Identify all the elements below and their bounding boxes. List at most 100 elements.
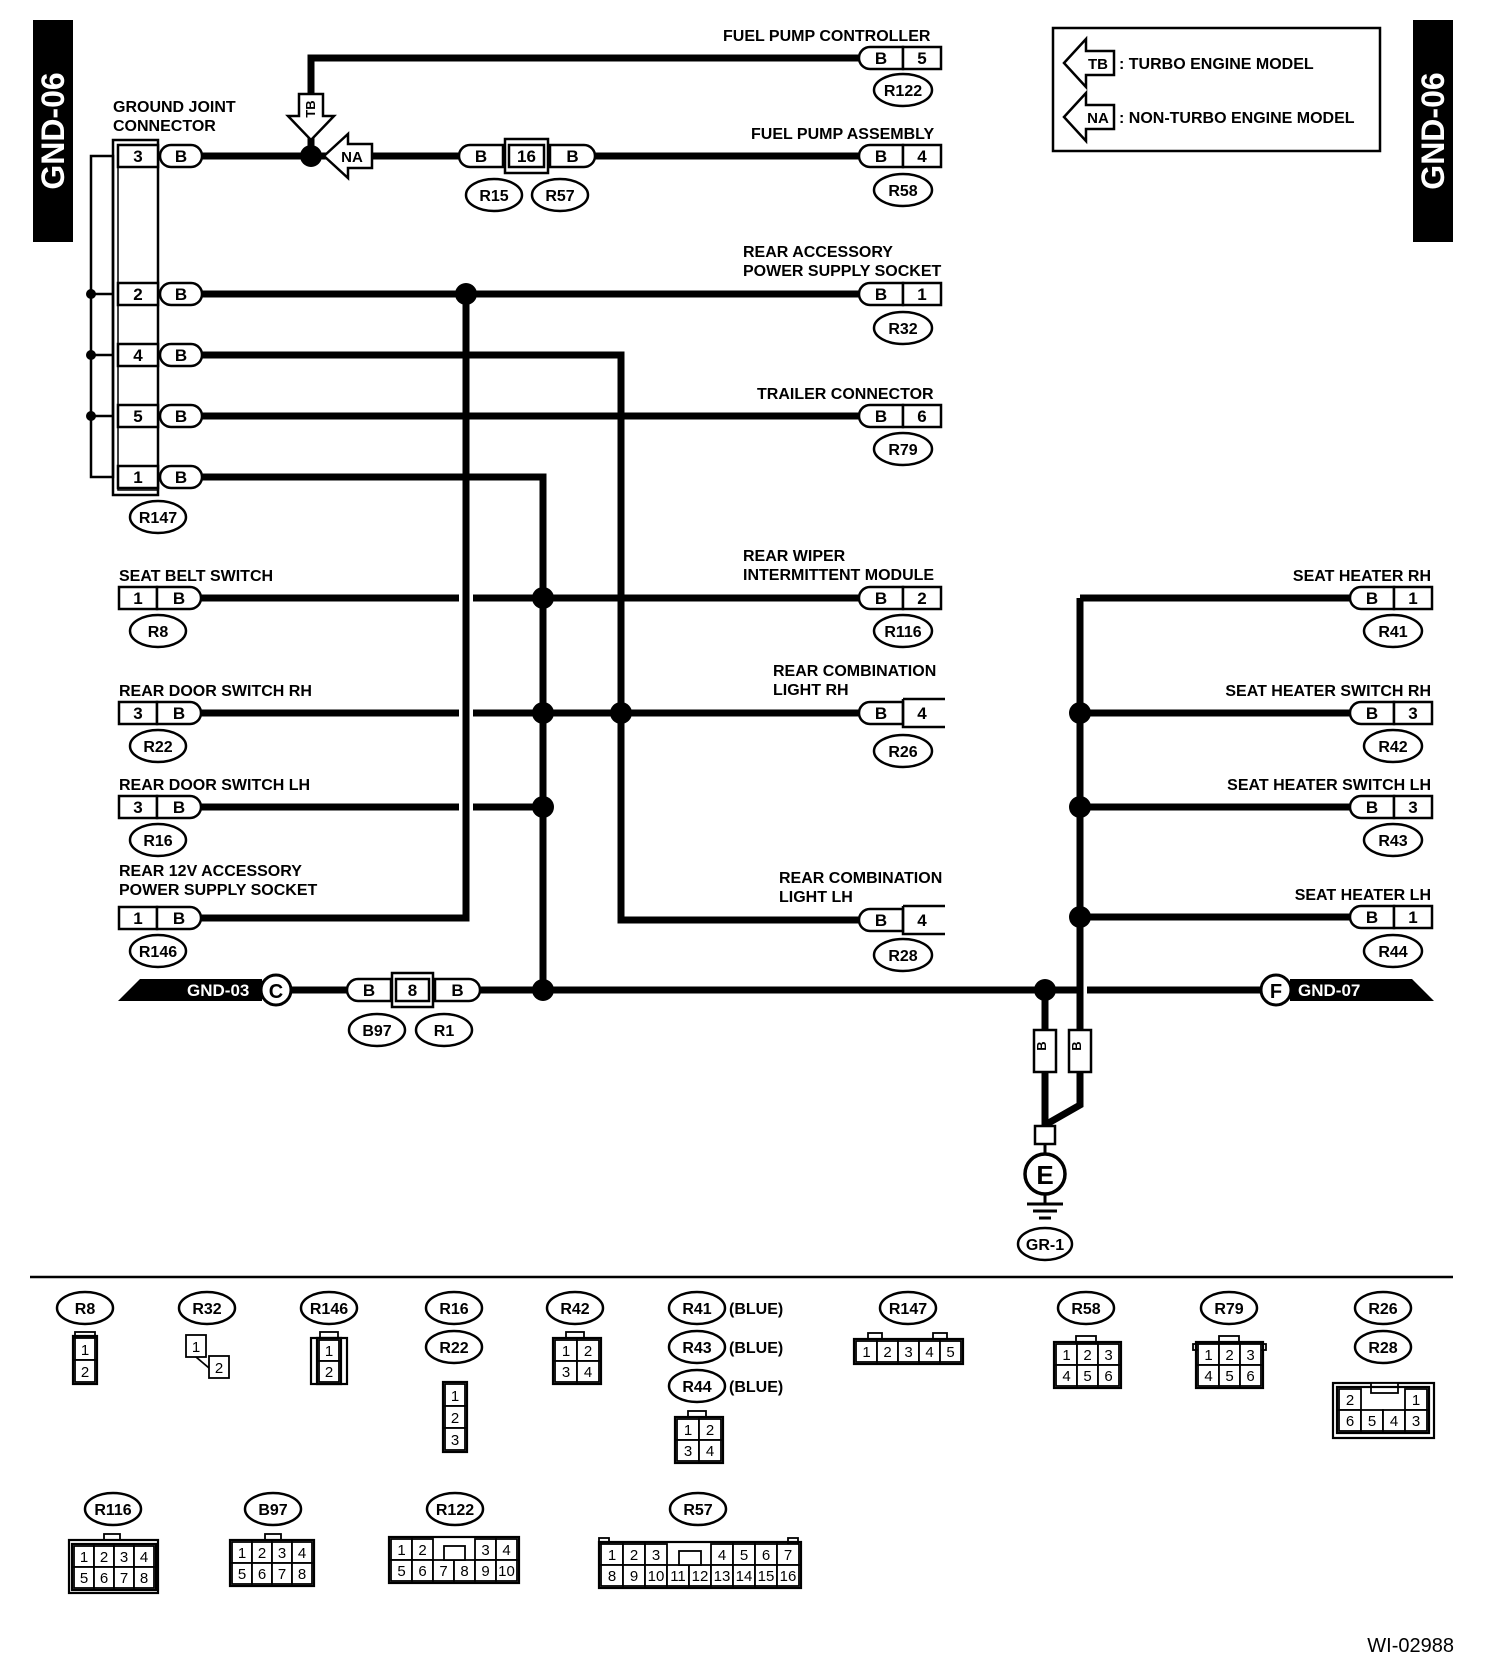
component-connector-rclr-outline (872, 733, 934, 769)
connector-view-label-R147: R147 (889, 1301, 927, 1318)
component-connector-r12: R146 (139, 944, 177, 961)
component-connector-fpa-outline (872, 172, 934, 208)
splice-bus-wire-color-left: B (363, 981, 375, 1000)
connector-view-r58-pin: 1 (1062, 1347, 1070, 1364)
ground-joint-wire-color: B (175, 346, 187, 365)
ground-joint-outer (111, 138, 160, 497)
connector-view-r41-housing (673, 1415, 725, 1465)
tb-marker: TB (303, 100, 318, 117)
component-wire-color-rcll-box (857, 907, 905, 933)
splice-fp-wire-color-left: B (475, 147, 487, 166)
connector-view-r57-pin: 6 (762, 1547, 770, 1564)
ground-joint-wire-color-box (158, 281, 204, 307)
junction-dot-tb (300, 145, 322, 167)
connector-view-label-R58-outline (1056, 1290, 1116, 1326)
wire-gj4 (202, 351, 859, 924)
connector-view-label-R79: R79 (1214, 1301, 1243, 1318)
component-connector-fpc-outline (872, 72, 934, 108)
component-connector-rclr: R26 (888, 744, 917, 761)
ground-joint-pin-box (116, 143, 160, 169)
connector-view-r79-pin: 3 (1246, 1347, 1254, 1364)
connector-view-r42-pin: 2 (584, 1343, 592, 1360)
connector-view-r146-pin: 1 (325, 1343, 333, 1360)
component-pin-rwim-box (901, 585, 943, 611)
connector-view-label-R43: R43 (682, 1340, 711, 1357)
component-wire-color-fpc: B (875, 49, 887, 68)
connector-view-r8-pin: 1 (81, 1342, 89, 1359)
component-wire-color-shl-box (1348, 904, 1396, 930)
ground-joint-wire-color: B (175, 285, 187, 304)
legend-tb-icon: TB (1088, 56, 1108, 73)
component-wire-color-rdsl: B (173, 798, 185, 817)
connector-view-label-R58: R58 (1071, 1301, 1100, 1318)
component-wire-color-fpa: B (875, 147, 887, 166)
connector-view-r146-pin: 2 (325, 1364, 333, 1381)
connector-view-r42-housing (551, 1336, 603, 1386)
component-label-fpc: FUEL PUMP CONTROLLER (723, 28, 931, 45)
connector-view-r122-pin: 1 (397, 1542, 405, 1559)
splice-bus-connector-right-outline (414, 1012, 474, 1048)
connector-view-label-R28: R28 (1368, 1340, 1397, 1357)
connector-view-r116-cell (133, 1566, 155, 1589)
connector-view-label-R122-outline (425, 1491, 485, 1527)
connector-view-r16-pin: 3 (451, 1432, 459, 1449)
connector-view-r58-pin: 4 (1062, 1368, 1070, 1385)
component-connector-rdsr-outline (128, 728, 188, 764)
connector-view-r57-pin: 5 (740, 1547, 748, 1564)
component-pin-trl: 6 (917, 407, 926, 426)
connector-view-r26-pin: 5 (1368, 1413, 1376, 1430)
connector-view-r57-pin: 10 (648, 1568, 665, 1585)
connector-view-r16-cell (444, 1427, 466, 1451)
connector-view-r147-pin: 4 (925, 1344, 933, 1361)
connector-view-b97-pin: 3 (278, 1545, 286, 1562)
connector-view-label-R146-outline (299, 1290, 359, 1326)
component-wire-color-shsl-box (1348, 794, 1396, 820)
component-connector-shsl: R43 (1378, 833, 1407, 850)
connector-view-label-R116: R116 (94, 1502, 131, 1519)
side-tab-left: GND-06 (35, 72, 71, 189)
connector-view-label-R57-outline (668, 1491, 728, 1527)
component-label-rcll: REAR COMBINATION (779, 870, 942, 887)
connector-view-r57-lock (678, 1550, 702, 1566)
junction-dot-rclr (610, 702, 632, 724)
component-connector-rwim-outline (872, 613, 934, 649)
connector-view-r8-pin: 2 (81, 1364, 89, 1381)
component-wire-color-shl: B (1366, 908, 1378, 927)
connector-view-label-R42: R42 (560, 1301, 589, 1318)
connector-view-r41-pin: 1 (684, 1422, 692, 1439)
component-wire-color-shsl: B (1366, 798, 1378, 817)
splice-fp-connector-left: R15 (479, 188, 508, 205)
component-pin-rdsl: 3 (133, 798, 142, 817)
component-wire-color-trl-box (857, 403, 905, 429)
connector-view-r116-pin: 8 (140, 1570, 148, 1587)
component-label-racc: POWER SUPPLY SOCKET (743, 263, 941, 280)
legend-box (1051, 26, 1382, 153)
junction-dot-shl (1069, 906, 1091, 928)
component-label-trl: TRAILER CONNECTOR (757, 386, 934, 403)
connector-view-r147-pin: 2 (883, 1344, 891, 1361)
component-pin-rclr: 4 (917, 704, 927, 723)
component-wire-color-shr: B (1366, 589, 1378, 608)
connector-view-r57-cell (776, 1564, 800, 1587)
component-connector-rdsl-outline (128, 822, 188, 858)
connector-view-label-R146: R146 (310, 1301, 348, 1318)
junction-dot-shsr (1069, 702, 1091, 724)
ground-joint-pin-box (116, 342, 160, 368)
connector-view-r116-pin: 1 (80, 1549, 88, 1566)
connector-view-r116-pin: 4 (140, 1549, 148, 1566)
figure-code: WI-02988 (1367, 1635, 1454, 1657)
connector-view-label-R16-outline (424, 1290, 484, 1326)
connector-view-label-R8-outline (55, 1290, 115, 1326)
connector-view-r57-pin: 11 (670, 1568, 686, 1585)
bus-end-left-letter: C (269, 981, 283, 1003)
connector-view-r122-pin: 5 (397, 1563, 405, 1580)
connector-view-r58-pin: 2 (1083, 1347, 1091, 1364)
connector-view-r57-pin: 13 (714, 1568, 731, 1585)
component-connector-fpc: R122 (884, 83, 922, 100)
connector-view-r57-pin: 4 (718, 1547, 726, 1564)
connector-view-label-R32: R32 (192, 1301, 221, 1318)
component-wire-color-r12-box (155, 905, 203, 931)
component-wire-color-racc: B (875, 285, 887, 304)
connector-view-suffix-R41: (BLUE) (729, 1301, 783, 1318)
splice-bus-connector-right: R1 (434, 1023, 455, 1040)
